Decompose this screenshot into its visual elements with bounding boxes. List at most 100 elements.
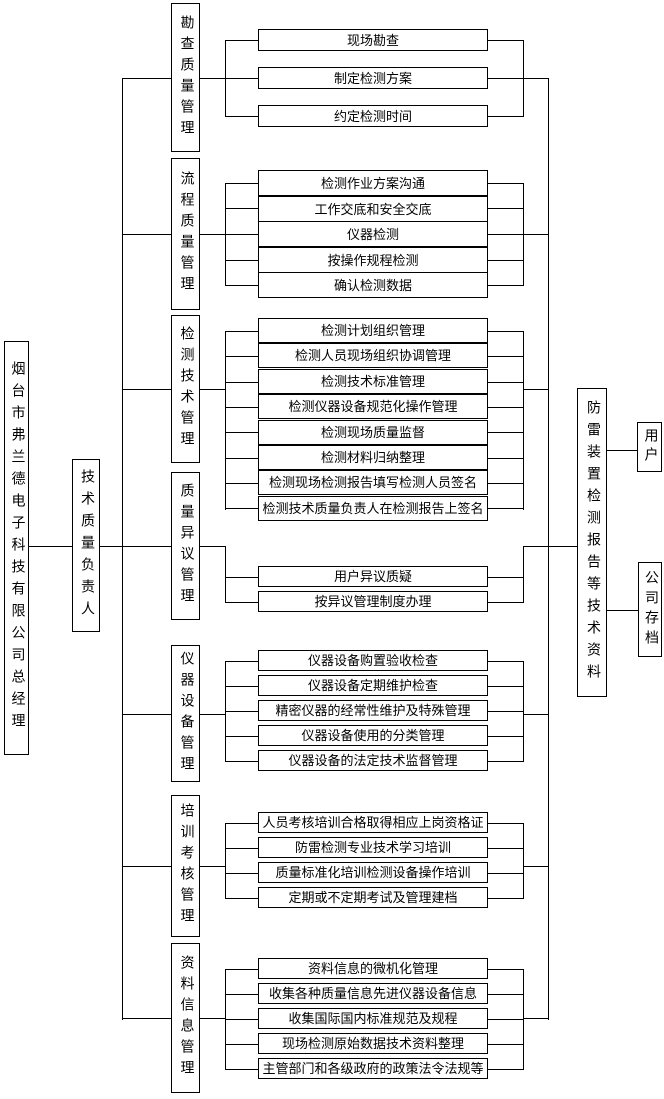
- detail-box-4-1: 用户异议质疑: [258, 566, 488, 587]
- detail-to-collector-line: [488, 1044, 523, 1045]
- distributor-to-detail-line: [225, 234, 258, 235]
- distributor-to-detail-line: [225, 736, 258, 737]
- detail-box-3-7: 检测现场检测报告填写检测人员签名: [258, 470, 488, 495]
- technical-quality-manager-box: 技术质量负责人: [72, 459, 100, 632]
- distributor-to-detail-line: [225, 331, 258, 332]
- collector-line: [523, 546, 524, 603]
- category-box-3: 检测技术管理: [171, 315, 200, 463]
- detail-to-collector-line: [488, 40, 523, 41]
- detail-box-4-2: 按异议管理制度办理: [258, 591, 488, 612]
- detail-to-collector-line: [488, 331, 523, 332]
- detail-to-collector-line: [488, 602, 523, 603]
- detail-to-collector-line: [488, 969, 523, 970]
- detail-to-collector-line: [488, 458, 523, 459]
- right-trunk-line: [548, 78, 549, 1020]
- detail-to-collector-line: [488, 736, 523, 737]
- distributor-to-detail-line: [225, 78, 258, 79]
- collector-to-trunk-line: [523, 234, 548, 235]
- detail-to-collector-line: [488, 508, 523, 509]
- distributor-line: [225, 969, 226, 1070]
- detail-to-collector-line: [488, 183, 523, 184]
- distributor-to-detail-line: [225, 285, 258, 286]
- collector-line: [523, 969, 524, 1070]
- left-trunk-line: [122, 78, 123, 1020]
- distributor-to-detail-line: [225, 432, 258, 433]
- collector-line: [523, 661, 524, 762]
- distributor-to-detail-line: [225, 260, 258, 261]
- collector-line: [523, 331, 524, 510]
- detail-box-7-4: 现场检测原始数据技术资料整理: [258, 1033, 488, 1054]
- distributor-line: [225, 331, 226, 510]
- distributor-to-detail-line: [225, 602, 258, 603]
- detail-box-2-4: 按操作规程检测: [258, 247, 488, 273]
- detail-box-7-2: 收集各种质量信息先进仪器设备信息: [258, 983, 488, 1004]
- detail-box-7-5: 主管部门和各级政府的政策法令法规等: [258, 1058, 488, 1079]
- collector-to-trunk-line: [523, 1018, 548, 1019]
- distributor-to-detail-line: [225, 458, 258, 459]
- detail-to-collector-line: [488, 848, 523, 849]
- detail-to-collector-line: [488, 873, 523, 874]
- trunk-to-category-line: [122, 866, 171, 867]
- detail-box-3-5: 检测现场质量监督: [258, 420, 488, 445]
- detail-to-collector-line: [488, 116, 523, 117]
- manager-axis-line: [29, 546, 72, 547]
- distributor-to-detail-line: [225, 508, 258, 509]
- distributor-to-detail-line: [225, 1069, 258, 1070]
- detail-box-2-1: 检测作业方案沟通: [258, 170, 488, 196]
- distributor-to-detail-line: [225, 1044, 258, 1045]
- detail-box-2-2: 工作交底和安全交底: [258, 196, 488, 222]
- trunk-to-category-line: [122, 1018, 171, 1019]
- detail-box-7-1: 资料信息的微机化管理: [258, 958, 488, 979]
- collector-to-trunk-line: [523, 714, 548, 715]
- distributor-to-detail-line: [225, 711, 258, 712]
- distributor-to-detail-line: [225, 183, 258, 184]
- detail-box-1-1: 现场勘查: [258, 29, 488, 51]
- distributor-to-detail-line: [225, 761, 258, 762]
- detail-box-7-3: 收集国际国内标准规范及规程: [258, 1008, 488, 1029]
- manager-axis-line: [100, 546, 122, 547]
- detail-to-collector-line: [488, 78, 523, 79]
- category-box-4: 质量异议管理: [171, 472, 200, 620]
- distributor-line: [225, 40, 226, 117]
- detail-to-collector-line: [488, 382, 523, 383]
- detail-to-collector-line: [488, 761, 523, 762]
- general-manager-box: 烟台市弗兰德电子科技有限公司总经理: [4, 341, 29, 755]
- category-box-2: 流程质量管理: [171, 158, 200, 310]
- detail-box-3-2: 检测人员现场组织协调管理: [258, 343, 488, 368]
- trunk-to-category-line: [122, 714, 171, 715]
- distributor-line: [225, 823, 226, 899]
- technical-report-output-box: 防雷装置检测报告等技术资料: [577, 388, 607, 697]
- collector-line: [523, 823, 524, 899]
- detail-box-6-4: 定期或不定期考试及管理建档: [258, 887, 488, 908]
- company-archive-box: 公司存档: [638, 562, 662, 657]
- category-to-distributor-line: [200, 389, 225, 390]
- detail-to-collector-line: [488, 994, 523, 995]
- detail-to-collector-line: [488, 407, 523, 408]
- category-to-distributor-line: [200, 1018, 225, 1019]
- detail-to-collector-line: [488, 898, 523, 899]
- detail-box-2-3: 仪器检测: [258, 221, 488, 247]
- category-box-6: 培训考核管理: [171, 795, 200, 937]
- distributor-to-detail-line: [225, 40, 258, 41]
- collector-to-trunk-line: [523, 546, 577, 547]
- distributor-to-detail-line: [225, 994, 258, 995]
- distributor-to-detail-line: [225, 873, 258, 874]
- distributor-to-detail-line: [225, 577, 258, 578]
- detail-box-5-1: 仪器设备购置验收检查: [258, 650, 488, 671]
- output-to-user-line: [607, 450, 637, 451]
- detail-box-1-3: 约定检测时间: [258, 105, 488, 127]
- distributor-to-detail-line: [225, 661, 258, 662]
- distributor-to-detail-line: [225, 898, 258, 899]
- detail-to-collector-line: [488, 1069, 523, 1070]
- category-to-distributor-line: [200, 866, 225, 867]
- distributor-to-detail-line: [225, 1019, 258, 1020]
- detail-to-collector-line: [488, 356, 523, 357]
- distributor-to-detail-line: [225, 382, 258, 383]
- trunk-to-category-line: [122, 389, 171, 390]
- distributor-to-detail-line: [225, 686, 258, 687]
- detail-to-collector-line: [488, 208, 523, 209]
- detail-box-3-6: 检测材料归纳整理: [258, 445, 488, 470]
- collector-to-trunk-line: [523, 866, 548, 867]
- trunk-to-category-line: [122, 78, 171, 79]
